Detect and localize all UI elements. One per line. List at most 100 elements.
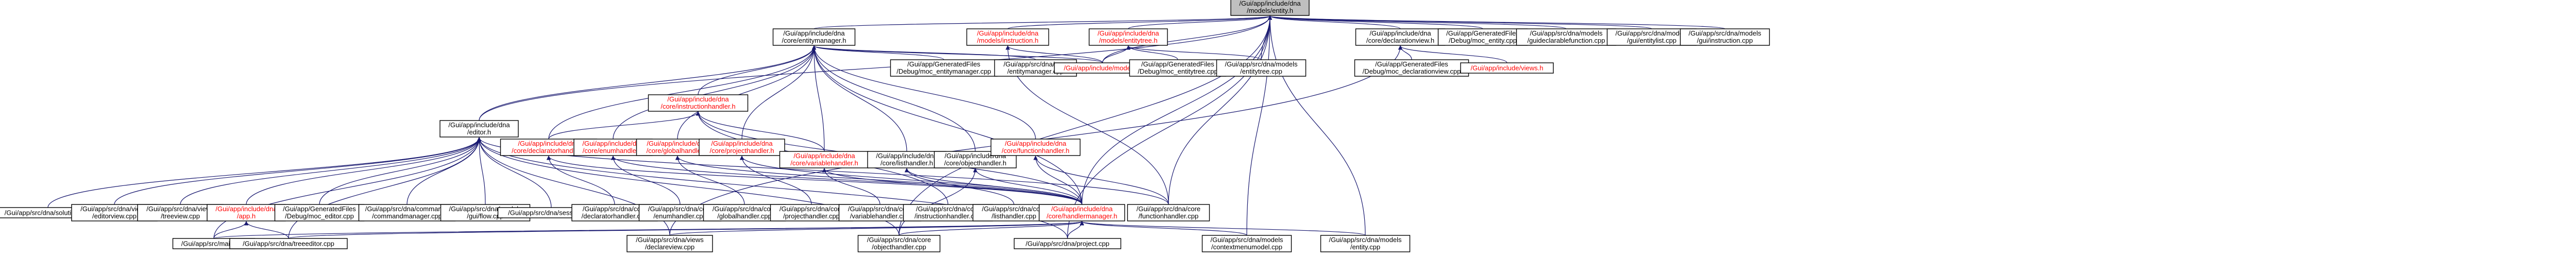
node-box [358, 204, 456, 221]
graph-node-declareview-cpp[interactable]: /Gui/app/src/dna/views/declareview.cpp [626, 235, 713, 252]
graph-node-moc-entitytree-cpp[interactable]: /Gui/app/GeneratedFiles/Debug/moc_entity… [1129, 59, 1227, 77]
edge-views-h-to-declarationview-h [1398, 45, 1507, 63]
node-label-line: /Gui/app/include/dna [1369, 29, 1431, 37]
node-box [274, 204, 365, 221]
graph-node-models-h[interactable]: /Gui/app/include/models.h [1054, 62, 1151, 74]
graph-node-functionhandler-cpp[interactable]: /Gui/app/src/dna/core/functionhandler.cp… [1127, 204, 1210, 221]
edge-handlermanager-h-to-root [1081, 15, 1273, 205]
node-label-line: /Gui/app/GeneratedFiles [907, 60, 980, 68]
graph-node-entitymanager-cpp[interactable]: /Gui/app/src/dna/core/entitymanager.cpp [994, 59, 1077, 77]
edge-moc-editor-cpp-to-editor-h [319, 137, 482, 205]
node-label-line: /commandmanager.cpp [372, 212, 442, 220]
edge-entity-cpp-to-root [1267, 15, 1366, 236]
node-label-line: /Gui/app/include/dna [711, 140, 773, 147]
graph-node-contextmenumodel-cpp[interactable]: /Gui/app/src/dna/models/contextmenumodel… [1201, 235, 1292, 252]
node-label-line: /Gui/app/include/dna [876, 152, 938, 160]
node-label-line: /Gui/app/GeneratedFiles [283, 205, 356, 213]
node-label-line: /Gui/app/src/dna/core [982, 205, 1046, 213]
node-label-line: /core/functionhandler.h [1002, 147, 1070, 155]
graph-node-instruction-cpp[interactable]: /Gui/app/src/dna/models/gui/instruction.… [1680, 28, 1770, 46]
edge-handlermanager-h-to-listhandler-h [904, 168, 1082, 205]
edge-project-cpp-to-root [1067, 15, 1273, 239]
edge-handlermanager-h-to-functionhandler-h [1033, 156, 1082, 205]
graph-node-instruction-h[interactable]: /Gui/app/include/dna/models/instruction.… [966, 28, 1049, 46]
graph-node-declarationview-h[interactable]: /Gui/app/include/dna/core/declarationvie… [1355, 28, 1446, 46]
graph-node-listhandler-h[interactable]: /Gui/app/include/dna/core/listhandler.h [867, 151, 946, 168]
graph-node-handlermanager-h[interactable]: /Gui/app/include/dna/core/handlermanager… [1039, 204, 1125, 221]
node-label-line: /Gui/app/src/dna/models [1225, 60, 1298, 68]
node-label-line: /core/declaratorhandler.h [512, 147, 586, 155]
edge-entitymanager-cpp-to-entitymanager-h [812, 45, 1036, 60]
node-box [1320, 235, 1411, 252]
node-label-line: /functionhandler.cpp [1139, 212, 1198, 220]
graph-node-project-cpp[interactable]: /Gui/app/src/dna/project.cpp [1013, 238, 1122, 249]
edge-instructionhandler-h-to-entitymanager-h [698, 45, 817, 95]
node-box [1129, 59, 1227, 77]
edge-objecthandler-cpp-to-root [899, 15, 1273, 236]
graph-node-editor-h[interactable]: /Gui/app/include/dna/editor.h [439, 120, 519, 138]
edge-listhandler-cpp-to-listhandler-h [904, 168, 1014, 205]
node-label-line: /core/projecthandler.h [709, 147, 774, 155]
node-box [857, 235, 941, 252]
edge-declaratorhandler-h-to-entitymanager-h [548, 45, 817, 140]
edge-models-h-to-entitymanager-h [812, 45, 1103, 63]
graph-node-entitytree-cpp[interactable]: /Gui/app/src/dna/models/entitytree.cpp [1216, 59, 1307, 77]
node-box [1216, 59, 1307, 77]
node-label-line: /variablehandler.cpp [850, 212, 910, 220]
graph-node-views-h[interactable]: /Gui/app/include/views.h [1460, 62, 1554, 74]
node-box [1230, 0, 1310, 16]
graph-node-entitytree-h[interactable]: /Gui/app/include/dna/models/entitytree.h [1089, 28, 1168, 46]
edge-enumhandler-cpp-to-enumhandler-h [611, 156, 681, 205]
graph-node-variablefunction-cpp[interactable]: /Gui/app/src/dna/models/guideclarablefun… [1516, 28, 1617, 46]
graph-node-treeeditor-cpp[interactable]: /Gui/app/src/dna/treeeditor.cpp [229, 238, 348, 249]
graph-node-root[interactable]: /Gui/app/include/dna/models/entity.h [1230, 0, 1310, 16]
edge-editor-h-to-entitymanager-h [479, 45, 817, 121]
node-label-line: /instructionhandler.cpp [914, 212, 981, 220]
node-label-line: /models/entity.h [1247, 7, 1293, 14]
edge-contextmenumodel-cpp-to-root [1246, 15, 1273, 236]
node-label-line: /objecthandler.cpp [872, 243, 926, 251]
graph-node-moc-editor-cpp[interactable]: /Gui/app/GeneratedFiles/Debug/moc_editor… [274, 204, 365, 221]
node-label-line: /Gui/app/src/dna/models [1329, 236, 1402, 244]
edge-models-h-to-root [1102, 15, 1273, 63]
graph-node-projecthandler-h[interactable]: /Gui/app/include/dna/core/projecthandler… [699, 139, 785, 156]
graph-node-app-h[interactable]: /Gui/app/include/dna/app.h [207, 204, 286, 221]
node-label-line: /gui/entitylist.cpp [1627, 37, 1676, 44]
node-label-line: /gui/flow.cpp [467, 212, 504, 220]
node-label-line: /Gui/app/include/models.h [1064, 64, 1141, 72]
graph-node-moc-declarationview-cpp[interactable]: /Gui/app/GeneratedFiles/Debug/moc_declar… [1354, 59, 1469, 77]
node-label-line: /core/entitymanager.h [782, 37, 846, 44]
node-label-line: /Gui/app/src/dna/commands [365, 205, 449, 213]
edge-listhandler-h-to-entitymanager-h [811, 45, 907, 152]
graph-node-moc-entitymanager-cpp[interactable]: /Gui/app/GeneratedFiles/Debug/moc_entity… [890, 59, 998, 77]
node-label-line: /Gui/app/src/dna/core [779, 205, 843, 213]
node-label-line: /core/instructionhandler.h [660, 102, 735, 110]
edge-moc-entity-cpp-to-root [1268, 15, 1483, 29]
node-box [1680, 28, 1770, 46]
graph-node-objecthandler-cpp[interactable]: /Gui/app/src/dna/core/objecthandler.cpp [857, 235, 941, 252]
node-label-line: /Gui/app/src/dna/core [916, 205, 980, 213]
graph-node-instructionhandler-h[interactable]: /Gui/app/include/dna/core/instructionhan… [648, 94, 749, 112]
edge-objecthandler-cpp-to-objecthandler-h [899, 168, 978, 236]
edge-instruction-cpp-to-root [1268, 15, 1725, 29]
node-box [1460, 62, 1554, 74]
node-label-line: /Gui/app/include/dna [977, 29, 1039, 37]
graph-node-entity-cpp[interactable]: /Gui/app/src/dna/models/entity.cpp [1320, 235, 1411, 252]
node-label-line: /Gui/app/include/dna [582, 140, 644, 147]
graph-node-variablehandler-h[interactable]: /Gui/app/include/dna/core/variablehandle… [779, 151, 870, 168]
graph-node-entitymanager-h[interactable]: /Gui/app/include/dna/core/entitymanager.… [772, 28, 856, 46]
node-box [966, 28, 1049, 46]
edge-functionhandler-cpp-to-functionhandler-h [1033, 156, 1169, 205]
node-box [1354, 59, 1469, 77]
graph-node-commandmanager-cpp[interactable]: /Gui/app/src/dna/commands/commandmanager… [358, 204, 456, 221]
node-label-line: /Gui/app/src/dna/core [648, 205, 712, 213]
edge-projecthandler-cpp-to-projecthandler-h [739, 156, 812, 205]
edge-app-h-to-editor-h [246, 137, 482, 205]
graph-node-functionhandler-h[interactable]: /Gui/app/include/dna/core/functionhandle… [990, 139, 1081, 156]
node-label-line: /Gui/app/GeneratedFiles [1375, 60, 1448, 68]
node-label-line: /Gui/app/GeneratedFiles [1446, 29, 1519, 37]
node-label-line: /Gui/app/include/dna [1239, 0, 1301, 7]
edge-moc-entitymanager-cpp-to-entitymanager-h [811, 45, 944, 60]
graph-node-moc-entity-cpp[interactable]: /Gui/app/GeneratedFiles/Debug/moc_entity… [1437, 28, 1528, 46]
node-label-line: /Gui/app/include/dna [1051, 205, 1113, 213]
